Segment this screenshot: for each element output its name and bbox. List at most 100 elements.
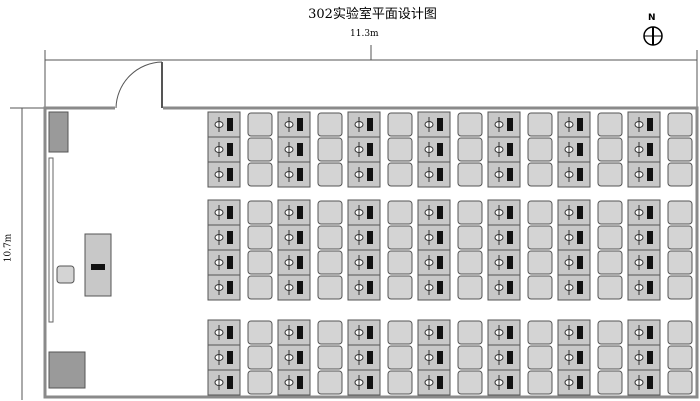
computer-icon: [297, 206, 303, 219]
student-desk: [347, 274, 381, 301]
plan-title: 302实验室平面设计图: [308, 7, 437, 22]
cabinet: [48, 111, 69, 153]
student-chair: [317, 225, 343, 250]
student-chair: [667, 250, 693, 275]
student-chair: [317, 162, 343, 187]
computer-icon: [227, 231, 233, 244]
student-chair: [667, 200, 693, 225]
computer-icon: [367, 256, 373, 269]
student-desk: [417, 344, 451, 371]
computer-icon: [227, 143, 233, 156]
student-chair: [667, 112, 693, 137]
student-desk: [487, 249, 521, 276]
computer-icon: [647, 231, 653, 244]
computer-icon: [437, 118, 443, 131]
width-dimension-label: 11.3m: [350, 29, 379, 39]
student-desk: [557, 249, 591, 276]
student-chair: [597, 162, 623, 187]
student-chair: [457, 345, 483, 370]
student-desk: [277, 249, 311, 276]
computer-icon: [647, 351, 653, 364]
student-chair: [597, 320, 623, 345]
computer-icon: [507, 281, 513, 294]
computer-icon: [297, 168, 303, 181]
north-label: N: [648, 13, 656, 23]
computer-icon: [577, 231, 583, 244]
student-desk: [277, 199, 311, 226]
computer-icon: [297, 326, 303, 339]
student-desk: [417, 111, 451, 138]
student-desk: [627, 249, 661, 276]
student-chair: [667, 275, 693, 300]
student-chair: [317, 200, 343, 225]
student-desk: [557, 274, 591, 301]
student-chair: [667, 225, 693, 250]
student-desk: [417, 136, 451, 163]
student-chair: [597, 112, 623, 137]
computer-icon: [647, 376, 653, 389]
computer-icon: [577, 168, 583, 181]
student-chair: [247, 200, 273, 225]
student-chair: [527, 345, 553, 370]
student-desk: [487, 161, 521, 188]
student-chair: [387, 370, 413, 395]
compass-icon: [643, 26, 663, 46]
student-desk: [627, 111, 661, 138]
student-desk: [347, 369, 381, 396]
room-wall: [43, 106, 699, 399]
door-icon: [115, 61, 163, 111]
computer-icon: [227, 351, 233, 364]
student-chair: [667, 137, 693, 162]
student-desk: [207, 249, 241, 276]
student-chair: [527, 275, 553, 300]
student-chair: [387, 225, 413, 250]
student-chair: [667, 345, 693, 370]
student-desk: [487, 369, 521, 396]
student-desk: [487, 224, 521, 251]
student-desk: [207, 319, 241, 346]
computer-icon: [577, 206, 583, 219]
student-chair: [457, 320, 483, 345]
computer-icon: [507, 143, 513, 156]
student-desk: [347, 344, 381, 371]
student-desk: [207, 136, 241, 163]
student-chair: [457, 200, 483, 225]
computer-icon: [437, 351, 443, 364]
student-chair: [317, 112, 343, 137]
computer-icon: [367, 281, 373, 294]
student-chair: [247, 320, 273, 345]
student-chair: [247, 345, 273, 370]
computer-icon: [577, 376, 583, 389]
computer-icon: [437, 326, 443, 339]
student-desk: [487, 274, 521, 301]
student-chair: [387, 112, 413, 137]
computer-icon: [227, 281, 233, 294]
student-desk: [627, 136, 661, 163]
student-desk: [627, 199, 661, 226]
computer-icon: [647, 143, 653, 156]
student-chair: [387, 275, 413, 300]
student-desk: [487, 319, 521, 346]
student-chair: [387, 250, 413, 275]
computer-icon: [297, 376, 303, 389]
student-desk: [627, 224, 661, 251]
student-chair: [387, 320, 413, 345]
student-chair: [597, 200, 623, 225]
student-chair: [667, 370, 693, 395]
student-desk: [277, 319, 311, 346]
student-chair: [457, 137, 483, 162]
student-desk: [347, 111, 381, 138]
computer-icon: [367, 351, 373, 364]
student-chair: [597, 345, 623, 370]
computer-icon: [577, 143, 583, 156]
computer-icon: [577, 118, 583, 131]
student-chair: [247, 112, 273, 137]
student-desk: [347, 319, 381, 346]
student-desk: [557, 319, 591, 346]
student-chair: [457, 250, 483, 275]
student-chair: [457, 112, 483, 137]
student-desk: [487, 344, 521, 371]
computer-icon: [507, 231, 513, 244]
student-chair: [247, 137, 273, 162]
